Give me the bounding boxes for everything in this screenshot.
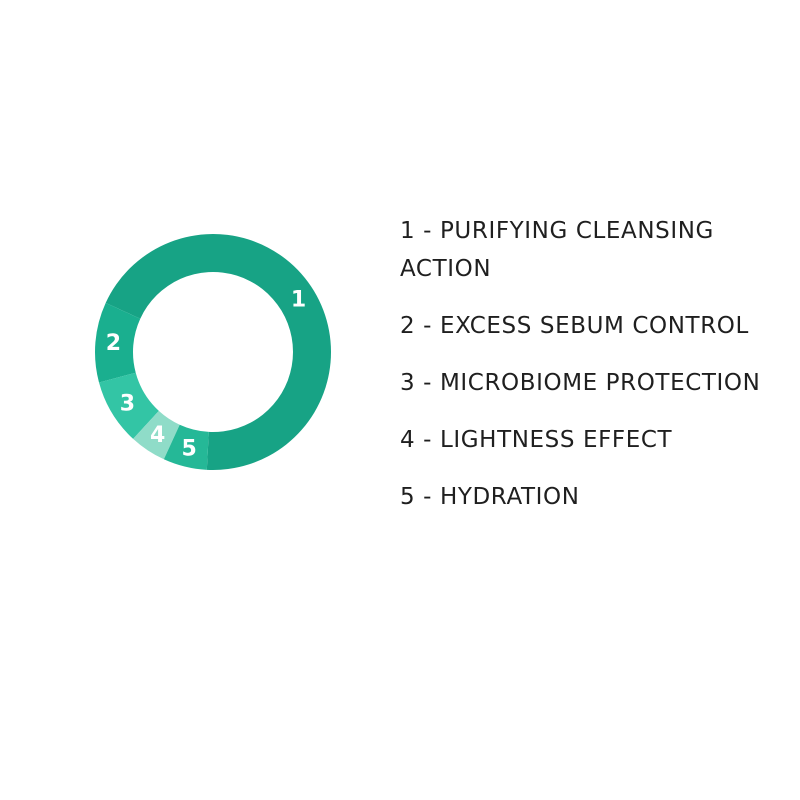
slice-label-3: 3 <box>120 391 135 416</box>
legend-item-3: 3 - MICROBIOME PROTECTION <box>400 370 761 396</box>
slice-label-5: 5 <box>181 437 196 462</box>
slice-label-4: 4 <box>150 423 165 448</box>
donut-slice-2 <box>94 302 141 383</box>
legend-item-1: 1 - PURIFYING CLEANSING ACTION <box>400 218 714 282</box>
legend-item-5: 5 - HYDRATION <box>400 484 580 510</box>
donut-slice-5 <box>163 424 209 470</box>
donut-slice-3 <box>99 372 159 439</box>
legend: 1 - PURIFYING CLEANSING ACTION 2 - EXCES… <box>400 212 790 535</box>
slice-label-2: 2 <box>106 331 121 356</box>
donut-slice-4 <box>133 410 180 460</box>
slice-label-1: 1 <box>291 288 306 313</box>
donut-chart: 1 2 345 <box>94 234 332 471</box>
donut-slice-1 <box>105 234 332 471</box>
legend-item-4: 4 - LIGHTNESS EFFECT <box>400 427 673 453</box>
legend-item-2: 2 - EXCESS SEBUM CONTROL <box>400 313 749 339</box>
